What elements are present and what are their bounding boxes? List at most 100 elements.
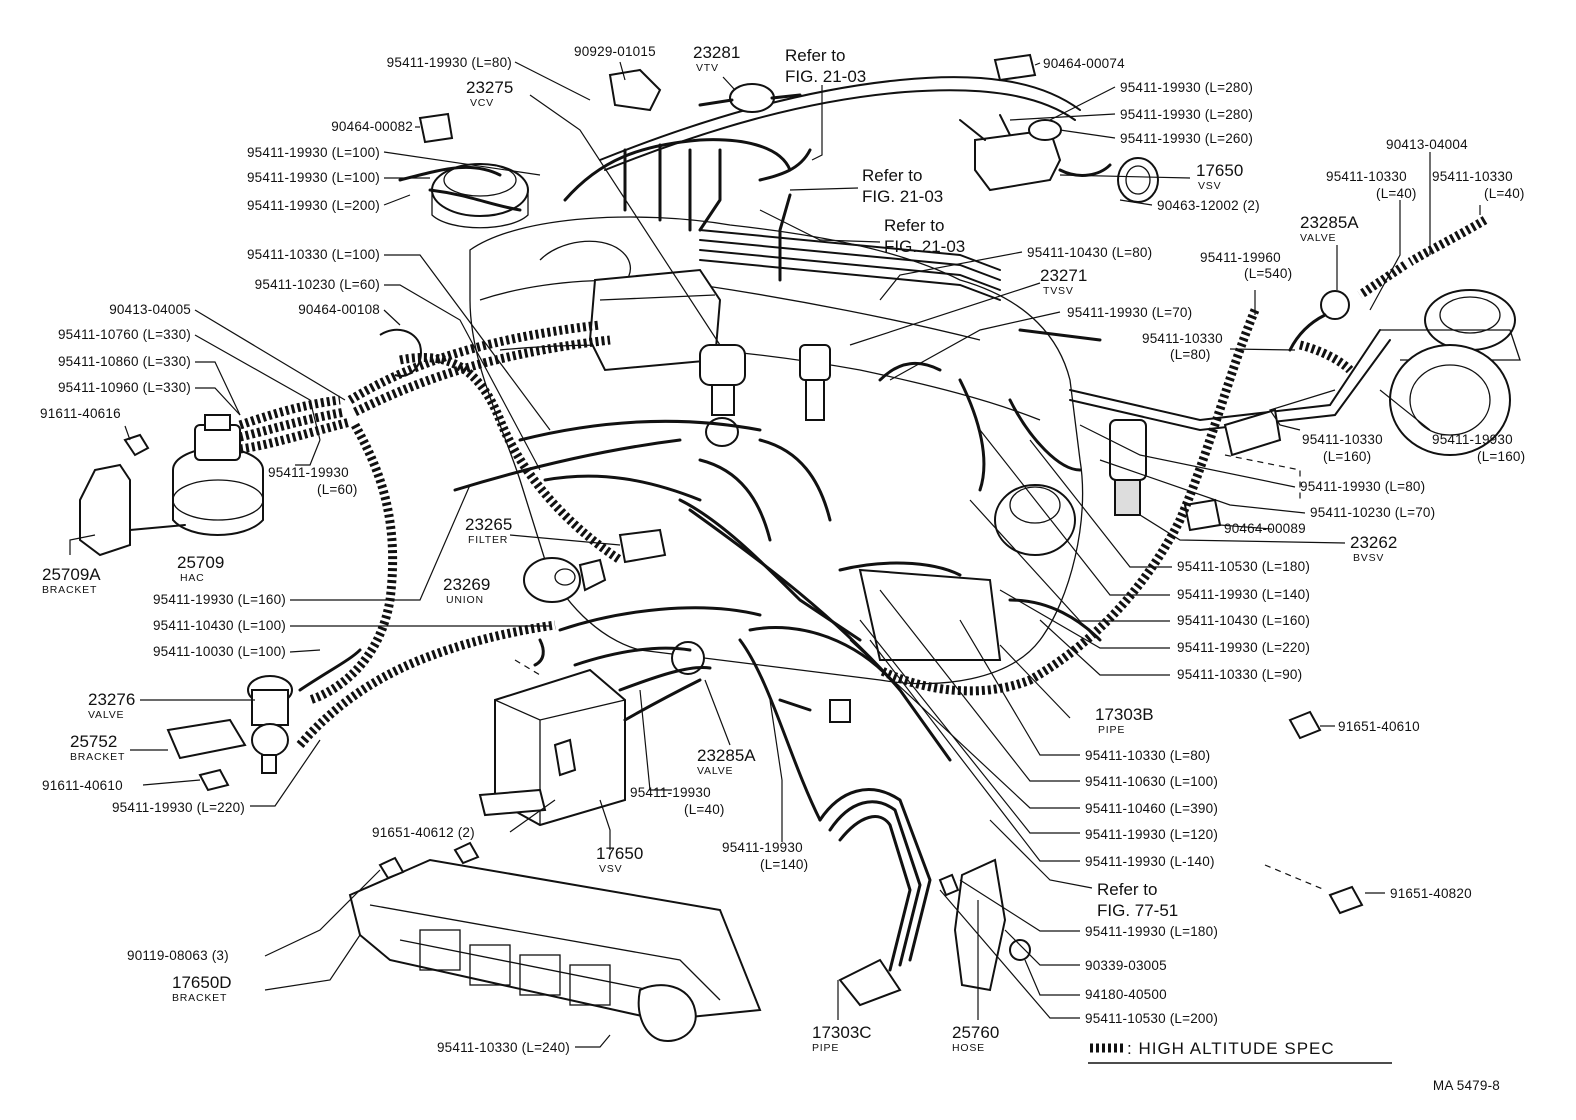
label-l45-sub: UNION — [446, 594, 484, 606]
label-l12: 95411-19930 (L=100) — [247, 145, 380, 160]
label-l65: 95411-19930 (L=120) — [1085, 827, 1218, 842]
label-l02: 90929-01015 — [574, 44, 656, 59]
label-l04b: FIG. 21-03 — [785, 67, 866, 86]
label-l17a: 95411-10330 — [1432, 169, 1513, 184]
label-l37b: (L=60) — [317, 482, 358, 497]
label-l47: 95411-19930 (L=160) — [153, 592, 286, 607]
label-l42-sub: BRACKET — [42, 584, 97, 596]
label-l09: 90464-00082 — [331, 119, 413, 134]
label-l06-sub: VCV — [470, 97, 494, 109]
label-l53: 95411-10330 (L=90) — [1177, 667, 1302, 682]
label-l66: 91651-40612 (2) — [372, 825, 475, 840]
label-l78: 95411-10330 (L=240) — [437, 1040, 570, 1055]
part-labels: 95411-19930 (L=80) 90929-01015 23281 VTV… — [40, 43, 1525, 1055]
label-l55: 17303B — [1095, 705, 1154, 724]
label-l14b: FIG. 21-03 — [862, 187, 943, 206]
label-l34: 91611-40616 — [40, 406, 121, 421]
label-l27: 90413-04005 — [109, 302, 191, 317]
label-l60: 91611-40610 — [42, 778, 123, 793]
label-l15: 17650 — [1196, 161, 1243, 180]
label-l77: 95411-10530 (L=200) — [1085, 1011, 1218, 1026]
label-l23: 95411-10430 (L=80) — [1027, 245, 1152, 260]
vacuum-hoses — [298, 138, 1327, 822]
label-l26-sub: TVSV — [1043, 285, 1074, 297]
label-l21-sub: VALVE — [1300, 232, 1336, 244]
label-l62: 95411-19930 (L=220) — [112, 800, 245, 815]
label-l80: 25760 — [952, 1023, 999, 1042]
label-l74: 90339-03005 — [1085, 958, 1167, 973]
label-l63b: (L=40) — [684, 802, 725, 817]
label-l03-sub: VTV — [696, 62, 719, 74]
label-l25: 95411-10230 (L=60) — [255, 277, 380, 292]
label-l56: 91651-40610 — [1338, 719, 1420, 734]
label-l26: 23271 — [1040, 266, 1087, 285]
label-l33: 95411-10960 (L=330) — [58, 380, 191, 395]
label-l18: 95411-19930 (L=200) — [247, 198, 380, 213]
label-l35b: (L=160) — [1323, 449, 1371, 464]
legend: : HIGH ALTITUDE SPEC — [1088, 1039, 1392, 1064]
label-l55-sub: PIPE — [1098, 724, 1125, 736]
label-l48: 95411-19930 (L=140) — [1177, 587, 1310, 602]
label-l40: 90464-00089 — [1224, 521, 1306, 536]
label-l03: 23281 — [693, 43, 740, 62]
label-l72: 95411-19930 (L=180) — [1085, 924, 1218, 939]
label-l67-sub: VSV — [599, 863, 622, 875]
label-l54: 23276 — [88, 690, 135, 709]
label-l59: 95411-10330 (L=80) — [1085, 748, 1210, 763]
label-l36a: 95411-19930 — [1432, 432, 1513, 447]
label-l21: 23285A — [1300, 213, 1359, 232]
label-l73: 90119-08063 (3) — [127, 948, 229, 963]
label-l71: 91651-40820 — [1390, 886, 1472, 901]
label-l28: 90464-00108 — [298, 302, 380, 317]
label-l51: 95411-10030 (L=100) — [153, 644, 286, 659]
leader-lines — [69, 61, 1481, 1048]
label-l19: 90463-12002 (2) — [1157, 198, 1260, 213]
label-l14a: Refer to — [862, 166, 922, 185]
label-l57: 25752 — [70, 732, 117, 751]
label-l64: 95411-10460 (L=390) — [1085, 801, 1218, 816]
label-l07: 95411-19930 (L=280) — [1120, 80, 1253, 95]
label-l61: 95411-10630 (L=100) — [1085, 774, 1218, 789]
label-l24b: (L=540) — [1244, 266, 1292, 281]
label-l54-sub: VALVE — [88, 709, 124, 721]
label-l11: 90413-04004 — [1386, 137, 1468, 152]
label-l52: 95411-19930 (L=220) — [1177, 640, 1310, 655]
label-l68a: 95411-19930 — [722, 840, 803, 855]
engine-drawing — [79, 53, 1521, 1042]
label-l57-sub: BRACKET — [70, 751, 125, 763]
label-l63a: 95411-19930 — [630, 785, 711, 800]
label-l42: 25709A — [42, 565, 101, 584]
label-l31a: 95411-10330 — [1142, 331, 1223, 346]
legend-label: : HIGH ALTITUDE SPEC — [1127, 1039, 1335, 1058]
label-l16a: 95411-10330 — [1326, 169, 1407, 184]
label-l44: 23262 — [1350, 533, 1397, 552]
label-l01: 95411-19930 (L=80) — [387, 55, 512, 70]
label-l80-sub: HOSE — [952, 1042, 985, 1054]
label-l16b: (L=40) — [1376, 186, 1417, 201]
label-l13: 95411-19930 (L=100) — [247, 170, 380, 185]
label-l39: 95411-10230 (L=70) — [1310, 505, 1435, 520]
label-l76: 94180-40500 — [1085, 987, 1167, 1002]
label-l37a: 95411-19930 — [268, 465, 349, 480]
label-l67: 17650 — [596, 844, 643, 863]
label-l32: 95411-10860 (L=330) — [58, 354, 191, 369]
label-l50: 95411-10430 (L=160) — [1177, 613, 1310, 628]
label-l38: 95411-19930 (L=80) — [1300, 479, 1425, 494]
label-l08: 95411-19930 (L=280) — [1120, 107, 1253, 122]
label-l58: 23285A — [697, 746, 756, 765]
label-l68b: (L=140) — [760, 857, 808, 872]
label-l36b: (L=160) — [1477, 449, 1525, 464]
label-l75: 17650D — [172, 973, 232, 992]
figure-code: MA 5479-8 — [1433, 1078, 1500, 1093]
label-l22: 95411-10330 (L=100) — [247, 247, 380, 262]
label-l05: 90464-00074 — [1043, 56, 1125, 71]
label-l10: 95411-19930 (L=260) — [1120, 131, 1253, 146]
label-l70a: Refer to — [1097, 880, 1157, 899]
label-l43-sub: HAC — [180, 572, 205, 584]
label-l30: 95411-10760 (L=330) — [58, 327, 191, 342]
label-l04a: Refer to — [785, 46, 845, 65]
label-l15-sub: VSV — [1198, 180, 1221, 192]
label-l17b: (L=40) — [1484, 186, 1525, 201]
